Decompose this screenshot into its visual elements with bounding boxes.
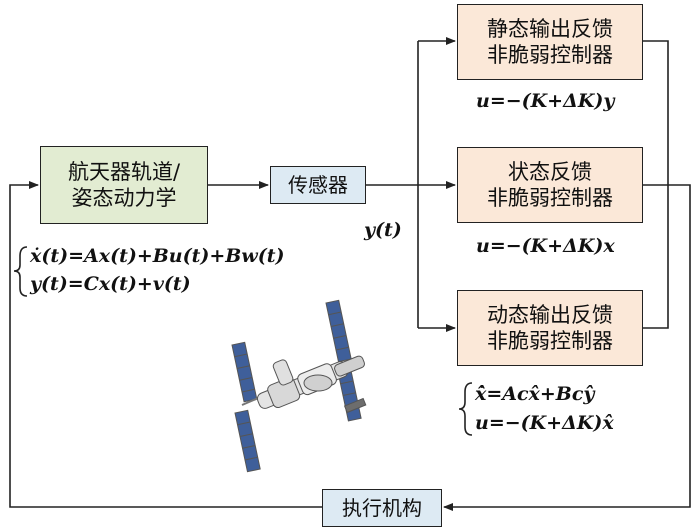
arrow-feedback-to-dynamics	[9, 181, 322, 508]
sensor-label: 传感器	[288, 172, 348, 197]
plant-output-equation: y(t)=Cx(t)+v(t)	[30, 273, 191, 295]
dynamics-label-line1: 航天器轨道/	[67, 159, 181, 184]
dynamic-controller-output-equation: u=−(K+ΔK)x̂	[475, 412, 614, 434]
space-station-icon	[231, 299, 367, 473]
arrow-to-actuator	[443, 184, 691, 511]
sensor-block: 传感器	[270, 166, 366, 204]
actuator-label: 执行机构	[342, 495, 422, 520]
dynamic-output-feedback-controller: 动态输出反馈 非脆弱控制器	[457, 290, 643, 366]
dynamic-controller-state-equation: x̂̇=Acx̂+Bcŷ	[475, 383, 595, 405]
plant-state-equation: ẋ(t)=Ax(t)+Bu(t)+Bw(t)	[30, 245, 285, 267]
state-controller-line2: 非脆弱控制器	[487, 186, 613, 210]
dynamics-block: 航天器轨道/ 姿态动力学	[40, 146, 208, 224]
brace-dynamic-controller-equations	[458, 382, 473, 436]
dynamic-controller-line2: 非脆弱控制器	[487, 329, 613, 353]
static-controller-line1: 静态输出反馈	[487, 16, 613, 41]
state-control-law: u=−(K+ΔK)x	[476, 235, 615, 257]
state-feedback-controller: 状态反馈 非脆弱控制器	[457, 147, 643, 223]
state-controller-line1: 状态反馈	[508, 159, 592, 184]
dynamics-label-line2: 姿态动力学	[71, 186, 177, 210]
static-control-law: u=−(K+ΔK)y	[476, 90, 615, 112]
dynamic-controller-line1: 动态输出反馈	[487, 302, 613, 327]
actuator-block: 执行机构	[322, 489, 442, 527]
brace-plant-equations	[13, 246, 28, 297]
output-signal-label: y(t)	[364, 219, 402, 241]
static-controller-line2: 非脆弱控制器	[487, 43, 613, 67]
static-output-feedback-controller: 静态输出反馈 非脆弱控制器	[457, 4, 643, 80]
